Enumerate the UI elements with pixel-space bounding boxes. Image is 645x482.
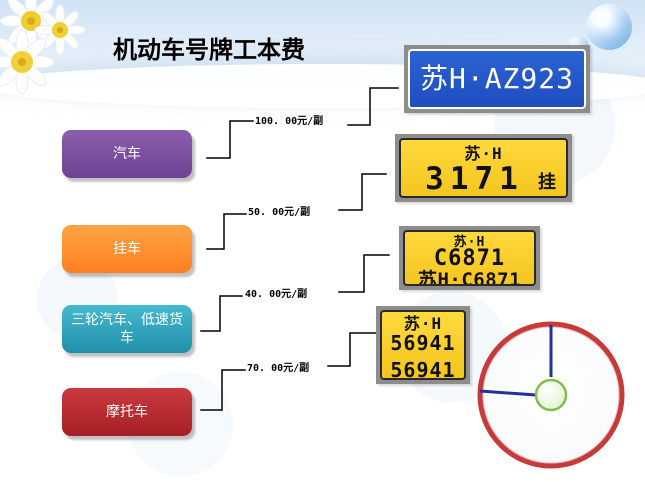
plate-motorcycle: 苏·H 56941 56941 [380,310,466,380]
plate-trailer-bottom-text: 3171 [425,161,524,197]
trailer-connector-left [206,213,247,250]
plate-motorcycle-top-line1: 苏·H [403,314,443,333]
vehicle-button-three-wheel-label: 三轮汽车、低速货车 [71,311,183,346]
plate-trailer: 苏·H 3171 挂 [399,138,568,198]
plate-three-wheel-top-line2: C6871 [433,246,506,271]
daisy-flower-icon [0,0,86,95]
vehicle-button-trailer[interactable]: 挂车 [62,225,192,273]
plate-three-wheel-frame: 苏·H C6871 苏H·C6871 [399,226,540,290]
car-connector-left [206,120,254,159]
vehicle-button-three-wheel[interactable]: 三轮汽车、低速货车 [62,305,192,353]
plate-trailer-side-text: 挂 [538,172,556,193]
price-label-trailer: 50. 00元/副 [248,207,311,218]
plate-trailer-top-text: 苏·H [464,144,503,163]
three-wheel-connector-left [200,295,243,332]
bubble-icon [586,4,632,50]
page-title: 机动车号牌工本费 [113,36,305,64]
motorcycle-connector-right [327,332,377,367]
price-label-motorcycle: 70. 00元/副 [247,363,310,374]
vehicle-button-trailer-label: 挂车 [113,240,141,257]
clock-icon [477,321,625,469]
vehicle-button-car[interactable]: 汽车 [62,130,192,178]
plate-three-wheel-bottom-line: 苏H·C6871 [417,269,522,286]
plate-motorcycle-bottom-line: 56941 [390,358,456,380]
plate-car-text: 苏H·AZ923 [419,62,574,95]
vehicle-button-motorcycle-label: 摩托车 [106,403,148,420]
price-label-three-wheel: 40. 00元/副 [245,289,308,300]
plate-three-wheel: 苏·H C6871 苏H·C6871 [403,230,536,286]
motorcycle-connector-left [200,369,246,411]
plate-three-wheel-top-line1: 苏·H [453,235,486,250]
plate-car-frame: 苏H·AZ923 [404,45,590,113]
plate-motorcycle-top-line2: 56941 [390,331,456,355]
three-wheel-connector-right [338,254,390,293]
vehicle-button-motorcycle[interactable]: 摩托车 [62,388,192,436]
plate-trailer-frame: 苏·H 3171 挂 [395,134,572,202]
plate-car: 苏H·AZ923 [408,49,586,109]
plate-motorcycle-frame: 苏·H 56941 56941 [376,306,470,384]
vehicle-button-car-label: 汽车 [113,145,141,162]
price-label-car: 100. 00元/副 [255,116,324,127]
trailer-connector-right [338,173,387,211]
